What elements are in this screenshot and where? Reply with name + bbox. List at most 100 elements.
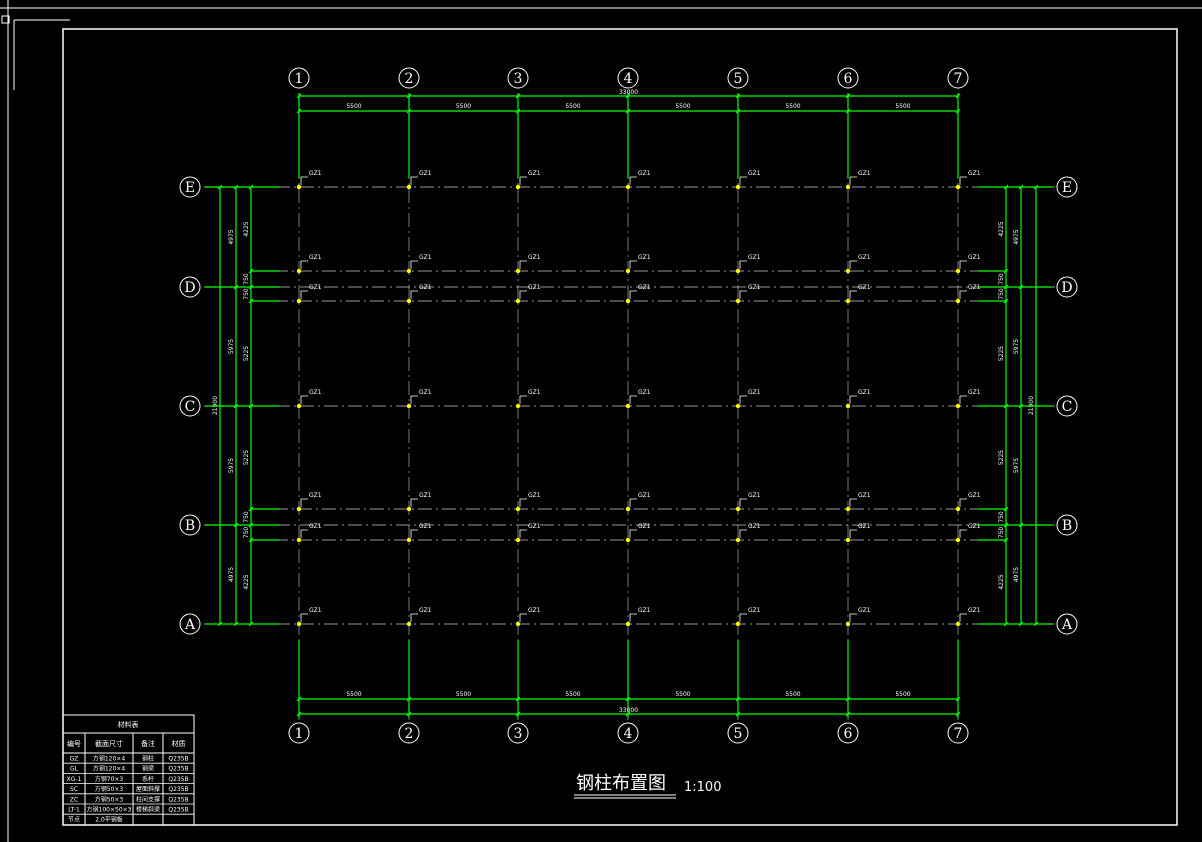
- steel-column-marker: [515, 403, 521, 409]
- dimension-label-left-outer: 5975: [228, 458, 235, 473]
- column-tag-leader: [519, 176, 527, 185]
- table-header-cell: 材质: [172, 739, 186, 748]
- dimension-total-label: 33000: [619, 707, 638, 714]
- steel-column-marker: [955, 268, 961, 274]
- column-tag-leader: [300, 529, 308, 538]
- dimension-label-right-outer: 4975: [1013, 229, 1020, 244]
- steel-column-marker: [845, 621, 851, 627]
- steel-column-marker: [845, 298, 851, 304]
- column-tag: GZ1: [309, 523, 322, 530]
- steel-column-marker: [845, 184, 851, 190]
- dimension-label-right-inner: 5225: [998, 346, 1005, 361]
- column-tag: GZ1: [309, 284, 322, 291]
- axis-bubble-circle: [179, 176, 201, 198]
- table-cell: XG-1: [67, 776, 82, 783]
- steel-column-marker: [296, 506, 302, 512]
- column-tag: GZ1: [309, 254, 322, 261]
- column-tag-leader: [629, 529, 637, 538]
- steel-column-marker: [625, 184, 631, 190]
- column-tag-leader: [739, 290, 747, 299]
- dimension-tick: [515, 93, 521, 99]
- dimension-label-left-inner: 5225: [243, 450, 250, 465]
- dimension-span-label: 5500: [565, 103, 580, 110]
- dimension-tick: [515, 696, 521, 702]
- dimension-label-right-inner: 4225: [998, 221, 1005, 236]
- column-tag: GZ1: [968, 389, 981, 396]
- axis-bubble-label: 2: [405, 726, 414, 742]
- steel-column-marker: [515, 537, 521, 543]
- dimension-tick: [296, 93, 302, 99]
- axis-bubble-circle: [398, 722, 420, 744]
- axis-bubble-circle: [179, 514, 201, 536]
- steel-column-marker: [296, 537, 302, 543]
- column-tag: GZ1: [638, 523, 651, 530]
- steel-column-marker: [296, 184, 302, 190]
- column-tag-leader: [519, 613, 527, 622]
- column-tag: GZ1: [309, 389, 322, 396]
- steel-column-marker: [735, 403, 741, 409]
- materials-table-title: 材料表: [118, 720, 139, 729]
- dimension-label-right-inner: 4225: [998, 574, 1005, 589]
- dimension-tick: [296, 108, 302, 114]
- table-cell: Q235B: [168, 786, 188, 793]
- steel-column-marker: [735, 537, 741, 543]
- column-tag-leader: [410, 613, 418, 622]
- dimension-tick: [845, 93, 851, 99]
- column-tag: GZ1: [748, 607, 761, 614]
- steel-column-marker: [625, 537, 631, 543]
- dimension-label-right-inner: 750: [998, 288, 1005, 300]
- column-tag-leader: [629, 260, 637, 269]
- steel-column-marker: [955, 621, 961, 627]
- table-cell: 屋面斜撑: [136, 785, 160, 793]
- steel-column-marker: [955, 506, 961, 512]
- drawing-title: 钢柱布置图: [576, 773, 666, 794]
- dimension-label-left-inner: 5225: [243, 346, 250, 361]
- column-tag: GZ1: [968, 284, 981, 291]
- dimension-tick: [955, 93, 961, 99]
- dimension-tick: [406, 93, 412, 99]
- column-tag: GZ1: [638, 284, 651, 291]
- column-tag-leader: [739, 498, 747, 507]
- column-tag-leader: [739, 529, 747, 538]
- steel-column-marker: [406, 506, 412, 512]
- column-tag-leader: [300, 395, 308, 404]
- column-tag-leader: [959, 498, 967, 507]
- steel-column-marker: [955, 184, 961, 190]
- dimension-tick: [845, 108, 851, 114]
- table-cell: Q235B: [168, 776, 188, 783]
- steel-column-marker: [296, 403, 302, 409]
- column-tag: GZ1: [309, 607, 322, 614]
- dimension-label-left-inner: 750: [243, 527, 250, 539]
- column-tag: GZ1: [968, 254, 981, 261]
- table-header-cell: 编号: [67, 739, 81, 748]
- column-tag: GZ1: [858, 284, 871, 291]
- dimension-label-right-inner: 750: [998, 273, 1005, 285]
- axis-bubble-label: E: [185, 180, 195, 196]
- axis-bubble-label: 6: [844, 726, 853, 742]
- column-tag-leader: [519, 260, 527, 269]
- steel-column-marker: [625, 621, 631, 627]
- column-tag: GZ1: [419, 284, 432, 291]
- column-tag-leader: [959, 529, 967, 538]
- table-cell: 钢梁: [142, 765, 154, 773]
- column-tag: GZ1: [528, 492, 541, 499]
- axis-bubble-circle: [727, 67, 749, 89]
- axis-bubble-label: 1: [295, 71, 304, 87]
- table-cell: LT-1: [68, 807, 80, 814]
- steel-column-marker: [735, 268, 741, 274]
- dimension-span-label: 5500: [346, 691, 361, 698]
- dimension-tick: [625, 93, 631, 99]
- column-tag: GZ1: [528, 607, 541, 614]
- column-tag-leader: [300, 290, 308, 299]
- column-tag-leader: [300, 498, 308, 507]
- column-tag: GZ1: [748, 284, 761, 291]
- drawing-title-block: 钢柱布置图 1:100: [574, 773, 721, 799]
- column-tag-leader: [629, 176, 637, 185]
- axis-bubble-circle: [179, 395, 201, 417]
- axis-bubble-label: 2: [405, 71, 414, 87]
- steel-column-marker: [515, 621, 521, 627]
- axis-bubble-label: 6: [844, 71, 853, 87]
- axis-bubble-label: 4: [624, 726, 633, 742]
- steel-column-marker: [845, 537, 851, 543]
